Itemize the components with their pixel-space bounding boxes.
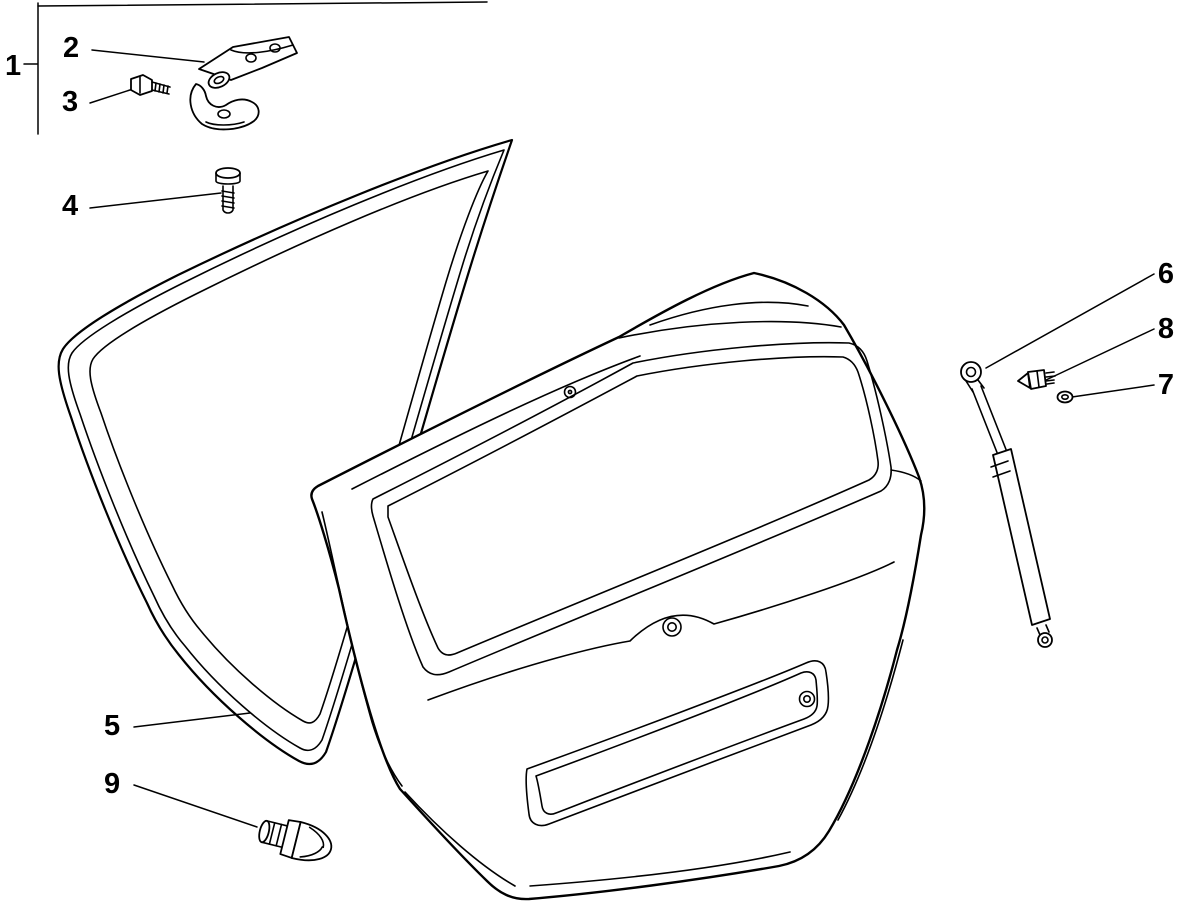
bolt3-threads — [154, 82, 169, 94]
screw4-head-side — [215, 172, 241, 185]
leader-line-5 — [133, 712, 251, 728]
screw4-head-top — [215, 167, 241, 179]
hinge-plate-hole-b — [269, 43, 281, 53]
callout-label-6: 6 — [1158, 258, 1174, 290]
ballstud-threads — [1045, 371, 1056, 385]
leader-line-2 — [91, 49, 205, 63]
part-tailgate-panel — [310, 271, 926, 901]
leader-line-4 — [89, 192, 222, 209]
wiper-spindle-hole — [563, 385, 577, 399]
buffer-stem-ribs — [268, 821, 283, 847]
strut-eyelet-hole — [965, 366, 977, 378]
part-bolt-3 — [130, 74, 171, 96]
handle-hole-inner — [802, 694, 811, 703]
part-nut-7 — [1056, 390, 1074, 404]
lock-cylinder-hole — [662, 617, 682, 637]
strut-rod — [971, 385, 1008, 456]
part-hinge-assembly — [189, 36, 298, 131]
hinge-bracket-detail-line — [205, 121, 245, 126]
strut-end-neck — [1036, 624, 1050, 636]
glass-edge-line — [351, 355, 641, 490]
hinge-upper-plate — [198, 36, 298, 81]
hinge-bracket-hole — [217, 109, 231, 119]
handle-hole — [798, 690, 816, 708]
strut-end-eyelet-hole — [1041, 636, 1049, 644]
strut-eyelet — [960, 361, 982, 383]
hinge-plate-hole-a — [245, 53, 257, 63]
bolt3-hex-head — [130, 74, 153, 96]
screw4-threads — [221, 190, 235, 209]
spoiler-accent-line — [649, 301, 809, 326]
callout-labels: 1 2 3 4 5 9 6 8 7 — [5, 32, 1174, 800]
leader-line-1 — [37, 1, 488, 7]
right-edge-inner-line — [837, 639, 904, 821]
callout-label-7: 7 — [1158, 369, 1174, 401]
callout-label-2: 2 — [63, 32, 79, 64]
screw4-shank — [222, 185, 234, 214]
leader-line-6 — [985, 273, 1155, 369]
license-recess-inner — [535, 671, 819, 815]
leader-bracket-1 — [23, 2, 39, 135]
leader-line-7 — [1071, 384, 1155, 398]
nut7-inner — [1061, 393, 1070, 400]
license-recess-outer — [525, 660, 830, 827]
hinge-pivot-pin — [213, 75, 225, 85]
callout-label-3: 3 — [62, 86, 78, 118]
leader-line-8 — [1045, 328, 1155, 381]
callout-leaders — [23, 1, 1155, 828]
callout-label-8: 8 — [1158, 313, 1174, 345]
window-corner-fold-line — [890, 469, 922, 482]
strut-end-eyelet — [1037, 632, 1053, 648]
ballstud-facet-line — [1036, 370, 1040, 388]
part-gas-strut — [960, 361, 1053, 648]
left-edge-inner-line — [321, 511, 403, 787]
buffer-stem-body — [260, 820, 289, 849]
part-screw-4 — [215, 167, 241, 214]
hinge-plate-edge-line — [230, 44, 294, 54]
spoiler-underside-line — [618, 320, 842, 339]
window-opening-inner — [387, 355, 879, 656]
leader-line-3 — [89, 87, 137, 104]
strut-cylinder-collar — [990, 460, 1011, 478]
leader-line-9 — [133, 784, 258, 828]
hinge-pivot-barrel — [207, 71, 231, 89]
callout-label-1: 1 — [5, 50, 21, 82]
callout-label-4: 4 — [62, 190, 78, 222]
buffer-dome-shading — [299, 826, 325, 858]
ballstud-hex-body — [1027, 369, 1047, 390]
nut7-outer — [1056, 390, 1074, 404]
strut-cylinder — [992, 448, 1051, 626]
hinge-lower-bracket — [189, 83, 260, 131]
panel-crease-line — [427, 561, 895, 701]
window-opening-outer — [370, 341, 892, 676]
callout-label-5: 5 — [104, 710, 120, 742]
lock-cylinder-inner — [666, 621, 677, 632]
buffer-stem-cap — [258, 819, 271, 844]
callout-label-9: 9 — [104, 768, 120, 800]
part-ball-stud-8 — [1017, 369, 1056, 390]
part-buffer-9 — [258, 819, 333, 862]
bottom-edge-inner-line — [404, 791, 791, 887]
wiper-spindle-center — [567, 389, 573, 395]
buffer-dome — [290, 821, 333, 862]
